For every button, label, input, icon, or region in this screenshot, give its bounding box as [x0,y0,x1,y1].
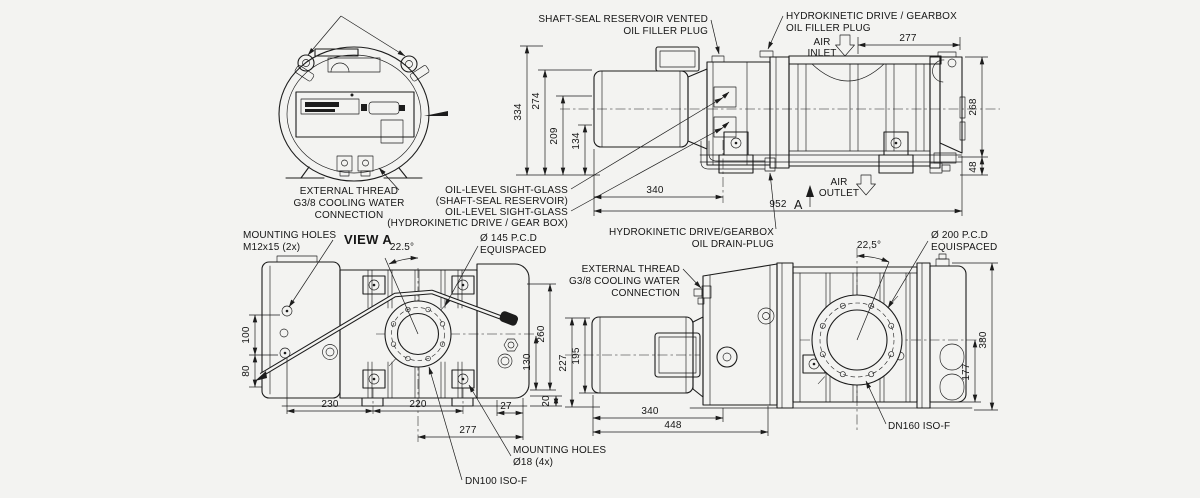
external-thread-label: EXTERNAL THREAD [300,186,398,197]
rear-view-dimensions [565,262,998,436]
angle-label-rear: 22,5° [857,240,881,251]
shaft-seal-filler-label: SHAFT-SEAL RESERVOIR VENTED [538,14,708,25]
dim-220: 220 [409,399,426,410]
dim-277: 277 [899,33,916,44]
pump-body [769,51,966,169]
dim-177: 177 [961,363,972,380]
cooling-fins [788,63,931,152]
brand-logo-mark [305,102,339,107]
dim-340-rear: 340 [641,406,658,417]
dim-227: 227 [558,354,569,371]
dn100-label: DN100 ISO-F [465,476,527,487]
drain-plug-label: OIL DRAIN-PLUG [692,239,774,250]
sight-glass-shaft-label: OIL-LEVEL SIGHT-GLASS [445,185,568,196]
sight-glass-shaft-seal [713,86,737,108]
air-outlet-arrow-icon [856,174,876,196]
base-rails [699,131,963,174]
gearbox-filler-plug [759,50,774,58]
view-direction-marker: A [794,198,803,212]
dim-209: 209 [549,127,560,144]
dim-48: 48 [968,161,979,173]
air-inlet-label: INLET [807,48,836,59]
pcd145-label: EQUISPACED [480,245,546,256]
dim-448: 448 [664,420,681,431]
oval-end-view: EXTERNAL THREAD G3/8 COOLING WATER CONNE… [278,15,448,221]
gearbox [700,50,776,172]
control-panel-band [295,91,448,144]
mounting-holes-18-label: MOUNTING HOLES [513,445,606,456]
dim-130: 130 [522,353,533,370]
drain-plug-label: HYDROKINETIC DRIVE/GEARBOX [609,227,774,238]
motor [593,46,708,150]
sight-glass-shaft-label: (SHAFT-SEAL RESERVOIR) [436,196,568,207]
air-outlet-label: AIR [830,177,847,188]
external-thread-label: G3/8 COOLING WATER [293,198,404,209]
dim-80: 80 [241,365,252,377]
m12-mounting-hole [281,305,293,317]
end-housing [939,56,963,154]
side-view-dimensions [516,37,988,216]
dim-952: 952 [769,199,786,210]
dim-100: 100 [241,326,252,343]
view-a-direction-arrow-icon [806,185,814,207]
dim-274: 274 [531,92,542,109]
shaft-seal-filler-label: OIL FILLER PLUG [623,26,708,37]
motor-rear [591,316,704,398]
external-thread-label: CONNECTION [315,210,384,221]
external-thread-rear-label: CONNECTION [611,288,680,299]
sight-glass-drive-label: OIL-LEVEL SIGHT-GLASS [445,207,568,218]
dim-340: 340 [646,185,663,196]
shaft-seal-filler-plug [711,55,725,63]
dim-195: 195 [571,347,582,364]
view-a-title: VIEW A [344,232,392,247]
pcd145-label: Ø 145 P.C.D [480,233,537,244]
pcd200-label: EQUISPACED [931,242,997,253]
side-view: SHAFT-SEAL RESERVOIR VENTED OIL FILLER P… [387,11,1000,250]
gearbox-filler-label: HYDROKINETIC DRIVE / GEARBOX [786,11,957,22]
angle-label: 22.5° [390,242,414,253]
sight-glass-drive [713,116,737,138]
mounting-holes-18-label: Ø18 (4x) [513,457,553,468]
view-a-dimensions [249,283,562,440]
dim-134: 134 [571,132,582,149]
handle-rod [255,289,519,381]
cooling-water-fitting [693,288,703,297]
air-inlet-label: AIR [813,37,830,48]
air-outlet-label: OUTLET [819,188,859,199]
pcd200-label: Ø 200 P.C.D [931,230,988,241]
dim-27: 27 [500,401,512,412]
dim-268: 268 [968,98,979,115]
sight-glass-drive-label: (HYDROKINETIC DRIVE / GEAR BOX) [387,218,568,229]
air-inlet-arrow-icon [835,34,855,57]
dim-277b: 277 [459,425,476,436]
dn160-label: DN160 ISO-F [888,421,950,432]
dim-230: 230 [321,399,338,410]
external-thread-rear-label: EXTERNAL THREAD [582,264,680,275]
rear-side-view: EXTERNAL THREAD G3/8 COOLING WATER CONNE… [558,230,998,436]
mounting-holes-m12-label: MOUNTING HOLES [243,230,336,241]
dim-260: 260 [536,325,547,342]
dim-334: 334 [513,103,524,120]
view-a: VIEW A MOUNTING HOLES M12x15 (2x) 22.5° … [241,230,606,487]
external-thread-rear-label: G3/8 COOLING WATER [569,276,680,287]
view-a-fins [367,269,463,399]
mounting-holes-m12-label: M12x15 (2x) [243,242,300,253]
gearbox-filler-label: OIL FILLER PLUG [786,23,871,34]
end-housing-rear [916,253,967,409]
gearbox-rear [693,263,778,406]
dim-20: 20 [541,395,552,407]
dim-380: 380 [978,331,989,348]
